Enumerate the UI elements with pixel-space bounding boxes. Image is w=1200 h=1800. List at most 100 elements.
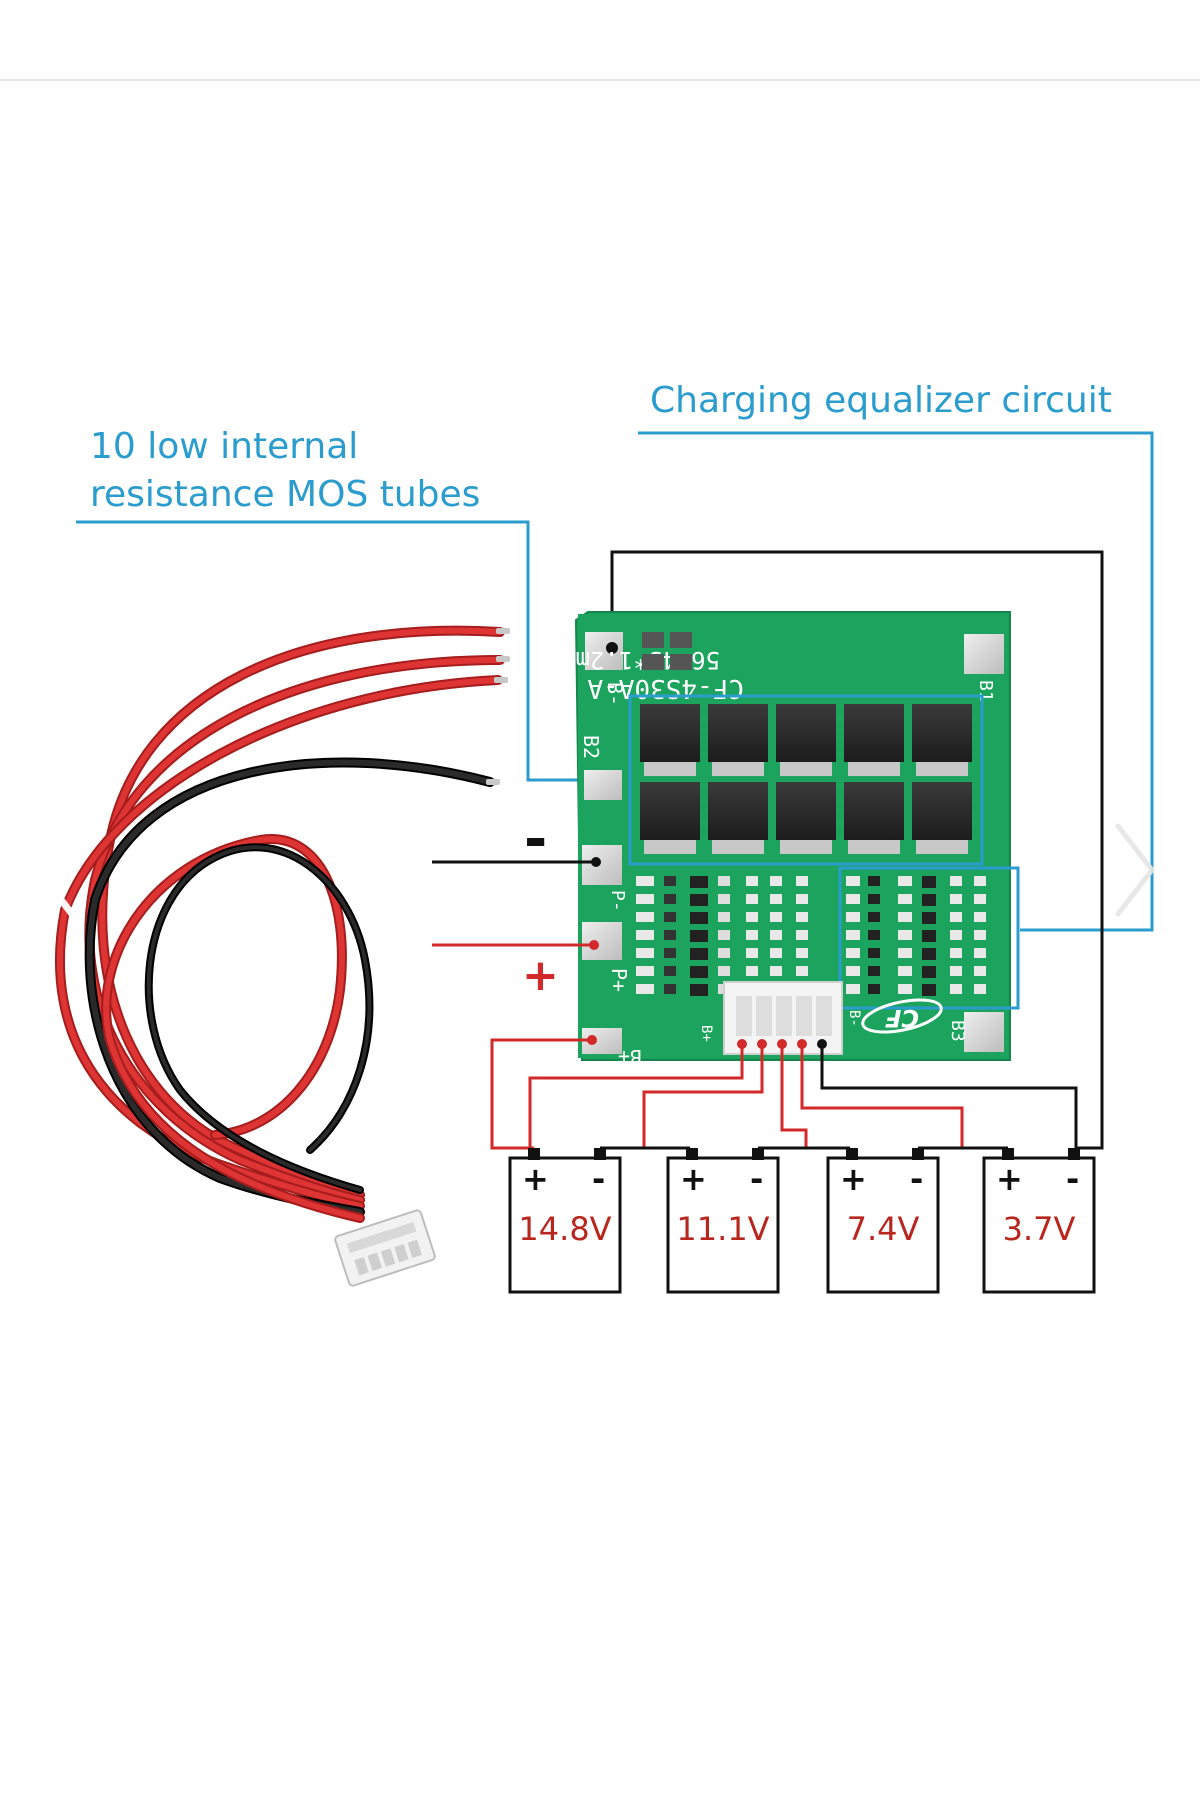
pad-b3 bbox=[964, 1012, 1004, 1052]
smd-component bbox=[846, 966, 860, 976]
smd-component bbox=[898, 930, 912, 940]
smd-component bbox=[898, 966, 912, 976]
smd-component bbox=[898, 948, 912, 958]
battery-minus-label: - bbox=[910, 1160, 923, 1198]
battery-cell: +-3.7V bbox=[982, 1148, 1096, 1294]
smd-component bbox=[846, 930, 860, 940]
smd-component bbox=[846, 912, 860, 922]
smd-component bbox=[770, 912, 782, 922]
mosfet-array bbox=[640, 704, 972, 854]
smd-component bbox=[770, 930, 782, 940]
pad-label-b-plus: B+ bbox=[618, 1045, 642, 1069]
smd-component bbox=[636, 966, 654, 976]
mosfet bbox=[844, 704, 904, 776]
pad-label-b2: B2 bbox=[579, 735, 603, 759]
smd-component bbox=[922, 876, 936, 888]
equalizer-highlight bbox=[838, 866, 1020, 1010]
smd-component bbox=[846, 894, 860, 904]
output-leads: - + bbox=[432, 807, 596, 1001]
smd-component bbox=[898, 894, 912, 904]
smd-component bbox=[636, 984, 654, 994]
smd-component bbox=[664, 894, 676, 904]
smd-component bbox=[746, 930, 758, 940]
smd-component bbox=[846, 948, 860, 958]
pad-label-p-minus: P- bbox=[607, 890, 628, 912]
smd-component bbox=[950, 984, 962, 994]
smd-component bbox=[636, 912, 654, 922]
top-divider bbox=[0, 79, 1200, 81]
smd-component bbox=[746, 948, 758, 958]
chevron-right-icon bbox=[1115, 823, 1156, 917]
carousel-prev-button[interactable] bbox=[20, 820, 90, 920]
mos-label-line1: 10 low internal bbox=[90, 426, 358, 467]
battery-minus-label: - bbox=[750, 1160, 763, 1198]
cable-connector bbox=[334, 1209, 436, 1287]
smd-component bbox=[922, 948, 936, 960]
connector-label-right: B- bbox=[846, 1010, 862, 1027]
mosfet bbox=[708, 704, 768, 776]
smd-component bbox=[868, 912, 880, 922]
battery-series: +-14.8V+-11.1V+-7.4V+-3.7V bbox=[508, 1148, 1096, 1294]
battery-plus-label: + bbox=[680, 1160, 707, 1198]
smd-component bbox=[974, 966, 986, 976]
smd-component bbox=[664, 966, 676, 976]
smd-component bbox=[796, 930, 808, 940]
carousel-next-button[interactable] bbox=[1100, 820, 1170, 920]
smd-component bbox=[690, 930, 708, 942]
smd-component bbox=[974, 948, 986, 958]
smd-component bbox=[922, 984, 936, 996]
smd-component bbox=[868, 984, 880, 994]
battery-cell: +-7.4V bbox=[826, 1148, 940, 1294]
pad-p-plus bbox=[582, 922, 622, 960]
smd-component bbox=[690, 984, 708, 996]
battery-cell: +-11.1V bbox=[666, 1148, 780, 1294]
equalizer-callout: Charging equalizer circuit bbox=[638, 380, 1154, 932]
smd-component bbox=[974, 984, 986, 994]
pad-label-b-minus: B- bbox=[603, 682, 627, 706]
balance-wiring bbox=[490, 1038, 1078, 1150]
mosfet bbox=[640, 782, 700, 854]
battery-plus-label: + bbox=[996, 1160, 1023, 1198]
smd-component bbox=[718, 894, 730, 904]
output-minus-symbol: - bbox=[524, 807, 547, 872]
smd-component bbox=[868, 948, 880, 958]
smd-component bbox=[718, 876, 730, 886]
smd-component bbox=[974, 894, 986, 904]
smd-component bbox=[770, 894, 782, 904]
smd-component bbox=[922, 894, 936, 906]
smd-component bbox=[868, 966, 880, 976]
battery-minus-label: - bbox=[592, 1160, 605, 1198]
smd-component bbox=[846, 984, 860, 994]
mos-label-line2: resistance MOS tubes bbox=[90, 474, 480, 515]
smd-component bbox=[796, 966, 808, 976]
battery-cell: +-14.8V bbox=[508, 1148, 622, 1294]
silk-size: 56*45*1.2mm bbox=[561, 646, 720, 674]
smd-component bbox=[770, 966, 782, 976]
mosfet bbox=[640, 704, 700, 776]
smd-component bbox=[636, 894, 654, 904]
smd-component bbox=[664, 984, 676, 994]
silk-model: CF-4S30A-A bbox=[587, 673, 744, 703]
smd-component bbox=[746, 876, 758, 886]
cf-logo: CF bbox=[861, 998, 943, 1034]
mosfet bbox=[912, 782, 972, 854]
smd-component bbox=[664, 912, 676, 922]
mosfet bbox=[776, 782, 836, 854]
smd-component bbox=[796, 876, 808, 886]
mos-highlight bbox=[628, 694, 984, 866]
b-minus-wire bbox=[610, 550, 1104, 1150]
smd-component bbox=[718, 966, 730, 976]
mos-callout: 10 low internal resistance MOS tubes bbox=[76, 426, 630, 782]
connector-label-left: B+ bbox=[698, 1025, 714, 1042]
smd-component bbox=[922, 912, 936, 924]
output-plus-symbol: + bbox=[522, 950, 559, 1001]
mosfet bbox=[708, 782, 768, 854]
battery-plus-label: + bbox=[522, 1160, 549, 1198]
smd-component bbox=[636, 876, 654, 886]
smd-component bbox=[636, 948, 654, 958]
smd-component bbox=[796, 948, 808, 958]
smd-component bbox=[868, 876, 880, 886]
pad-label-p-plus: P+ bbox=[607, 968, 631, 992]
battery-voltage-label: 7.4V bbox=[847, 1210, 920, 1248]
